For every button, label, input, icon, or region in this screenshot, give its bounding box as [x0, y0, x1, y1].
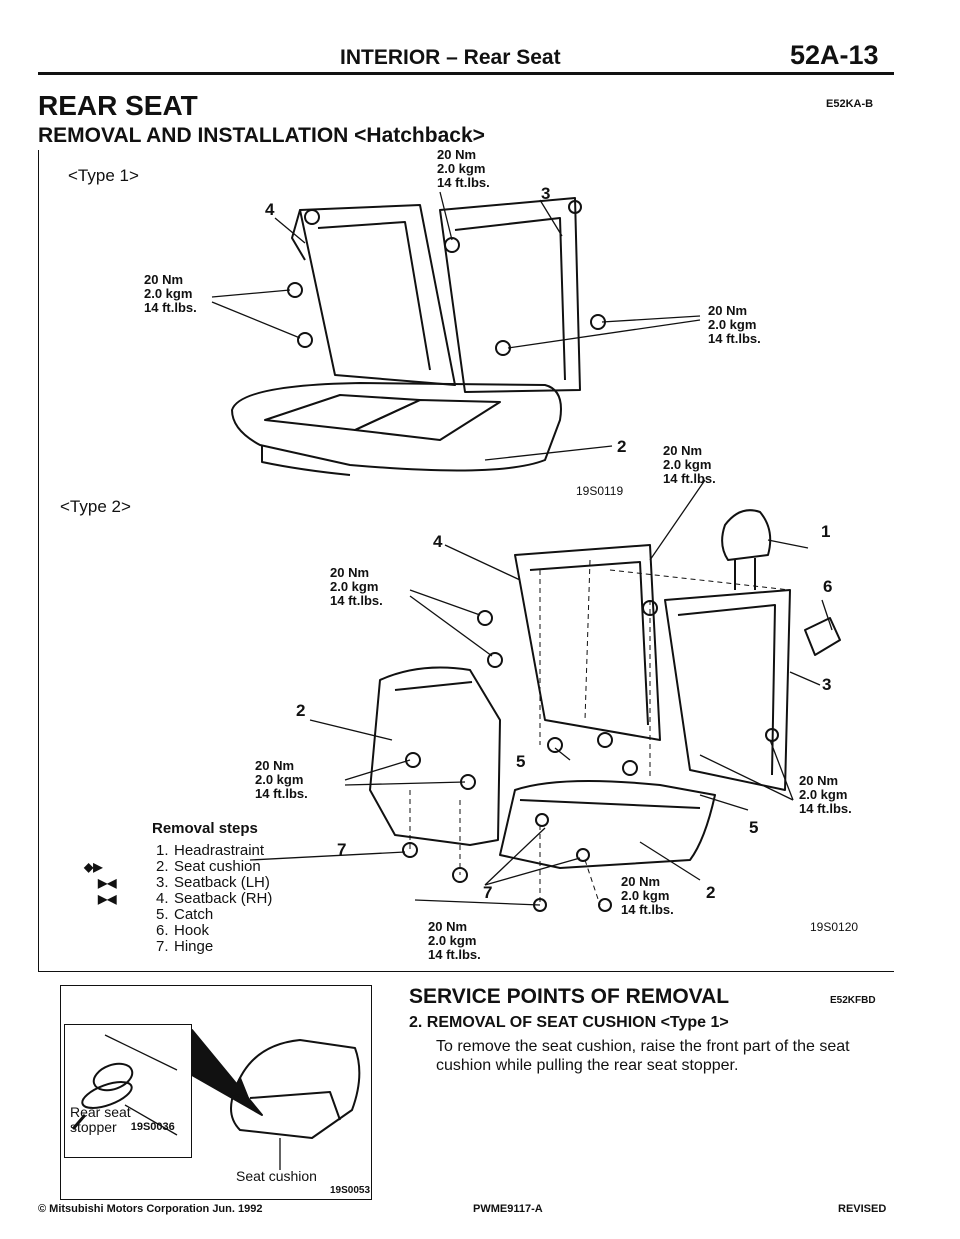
- removal-step: 3. Seatback (LH): [156, 875, 272, 891]
- inset-figure-frame: [60, 985, 372, 1200]
- removal-step: 7. Hinge: [156, 939, 272, 955]
- footer-status: REVISED: [838, 1203, 887, 1215]
- torque-label: 20 Nm 2.0 kgm 14 ft.lbs.: [255, 758, 308, 801]
- type2-seatback-left: [514, 544, 661, 741]
- type2-leaders: [249, 479, 833, 906]
- inset-detail-frame: [64, 1024, 192, 1158]
- service-points-code: E52KFBD: [830, 995, 876, 1006]
- callout-2: 2: [296, 701, 306, 720]
- callout-7: 7: [483, 883, 493, 902]
- step-number: 3.: [156, 874, 169, 891]
- step-number: 6.: [156, 922, 169, 939]
- service-points-title: SERVICE POINTS OF REMOVAL: [409, 985, 730, 1008]
- step-mark: ▶◀: [98, 892, 117, 906]
- torque-label: 20 Nm 2.0 kgm 14 ft.lbs.: [708, 303, 761, 346]
- step-mark: ▶◀: [98, 876, 117, 890]
- removal-steps-heading: Removal steps: [152, 820, 258, 837]
- seat-cushion-label: Seat cushion: [236, 1168, 317, 1184]
- illustration-frame: [38, 150, 894, 972]
- torque-label: 20 Nm 2.0 kgm 14 ft.lbs.: [144, 272, 197, 315]
- running-header-title: INTERIOR – Rear Seat: [340, 46, 561, 69]
- step-label: Seat cushion: [174, 858, 261, 875]
- callout-4: 4: [433, 532, 443, 551]
- hook: [804, 617, 841, 656]
- service-point-text: To remove the seat cushion, raise the fr…: [436, 1038, 850, 1074]
- removal-step: 4. Seatback (RH): [156, 891, 272, 907]
- type2-label: <Type 2>: [60, 497, 131, 516]
- callout-7: 7: [337, 840, 347, 859]
- step-number: 5.: [156, 906, 169, 923]
- removal-step-marks: ◆▶ ▶◀ ▶◀: [84, 843, 116, 907]
- torque-label: 20 Nm 2.0 kgm 14 ft.lbs.: [799, 773, 852, 816]
- section-code: E52KA-B: [826, 98, 874, 110]
- section-subtitle: REMOVAL AND INSTALLATION <Hatchback>: [38, 124, 485, 147]
- figure1-code: 19S0119: [576, 484, 624, 498]
- removal-step: 6. Hook: [156, 923, 272, 939]
- type2-seat-cushion-bottom: [499, 780, 716, 869]
- section-title: REAR SEAT: [38, 90, 198, 121]
- removal-step: 1. Headrastraint: [156, 843, 272, 859]
- inset-seat-cushion-drawing: [230, 1039, 361, 1170]
- step-mark: ◆▶: [84, 860, 103, 874]
- torque-label: 20 Nm 2.0 kgm 14 ft.lbs.: [663, 443, 716, 486]
- rear-seat-stopper-drawing: [71, 1034, 178, 1136]
- callout-1: 1: [821, 522, 831, 541]
- callout-5: 5: [516, 752, 526, 771]
- removal-step: 5. Catch: [156, 907, 272, 923]
- type1-label: <Type 1>: [68, 166, 139, 185]
- torque-label: 20 Nm 2.0 kgm 14 ft.lbs.: [621, 874, 674, 917]
- type1-seatback-right: [439, 197, 581, 393]
- torque-label: 20 Nm 2.0 kgm 14 ft.lbs.: [437, 147, 490, 190]
- page-number: 52A-13: [790, 40, 879, 70]
- step-number: 4.: [156, 890, 169, 907]
- removal-step: 2. Seat cushion: [156, 859, 272, 875]
- callout-3: 3: [541, 184, 551, 203]
- inset-arrow: [231, 1077, 249, 1099]
- step-label: Seatback (RH): [174, 890, 273, 907]
- type1-leaders: [211, 191, 701, 461]
- type2-bolts: [402, 600, 779, 912]
- callout-2: 2: [617, 437, 627, 456]
- step-label: Hook: [174, 922, 210, 939]
- headrest: [721, 509, 772, 590]
- step-number: 7.: [156, 938, 169, 955]
- type1-seat-cushion: [231, 382, 562, 476]
- type1-bolts: [287, 200, 606, 356]
- type2-seatback-right: [664, 589, 791, 791]
- type1-seatback-left: [291, 204, 456, 386]
- step-label: Headrastraint: [174, 842, 265, 859]
- header-rule: [38, 72, 894, 75]
- step-number: 1.: [156, 842, 169, 859]
- type2-seat-cushion-side: [369, 666, 501, 846]
- seat-cushion-figure-code: 19S0053: [330, 1185, 371, 1196]
- callout-6: 6: [823, 577, 833, 596]
- rear-seat-stopper-label: Rear seat stopper 19S0036: [70, 1105, 175, 1135]
- torque-label: 20 Nm 2.0 kgm 14 ft.lbs.: [330, 565, 383, 608]
- service-point-subtitle: 2. REMOVAL OF SEAT CUSHION <Type 1>: [409, 1014, 729, 1031]
- step-label: Catch: [174, 906, 214, 923]
- step-number: 2.: [156, 858, 169, 875]
- footer-copyright: © Mitsubishi Motors Corporation Jun. 199…: [38, 1203, 263, 1215]
- removal-steps-list: 1. Headrastraint 2. Seat cushion 3. Seatbac…: [156, 843, 272, 955]
- stopper-figure-code: 19S0036: [130, 1121, 175, 1133]
- stopper-label-line1: Rear seat: [70, 1104, 131, 1120]
- assembly-guides: [409, 559, 791, 906]
- step-label: Seatback (LH): [174, 874, 270, 891]
- step-label: Hinge: [174, 938, 214, 955]
- footer-publication-code: PWME9117-A: [473, 1203, 543, 1215]
- stopper-label-line2: stopper: [70, 1119, 117, 1135]
- callout-3: 3: [822, 675, 832, 694]
- step-mark: [84, 843, 116, 859]
- figure2-code: 19S0120: [810, 920, 859, 934]
- torque-label: 20 Nm 2.0 kgm 14 ft.lbs.: [428, 919, 481, 962]
- callout-4: 4: [265, 200, 275, 219]
- callout-5: 5: [749, 818, 759, 837]
- callout-2: 2: [706, 883, 716, 902]
